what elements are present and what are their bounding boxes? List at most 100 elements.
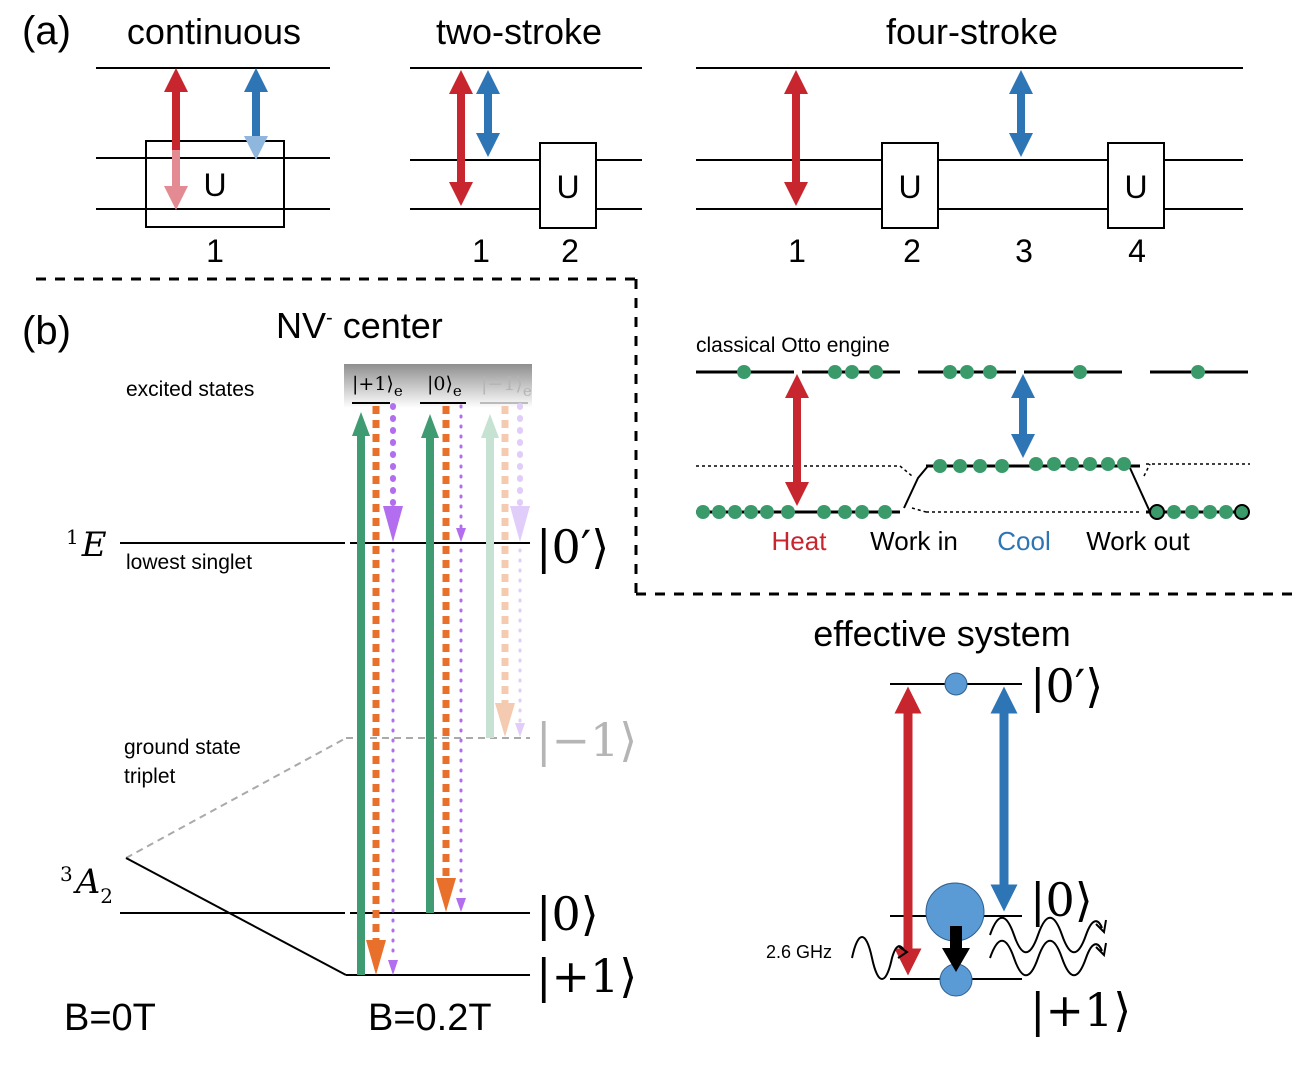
excited-ket-plus-one: |+1⟩e — [352, 373, 403, 400]
otto-particle — [696, 505, 710, 519]
emission-arrowhead-zero — [436, 878, 456, 912]
otto-particle — [781, 505, 795, 519]
two-stroke-diagram: two-stroke U 1 2 — [410, 11, 642, 269]
effective-ket-plus-one: |+1⟩ — [1030, 983, 1131, 1037]
four-stroke-unitary-box-1 — [881, 142, 939, 229]
two-stroke-step-2: 2 — [561, 233, 579, 269]
panel-a-label: (a) — [22, 9, 71, 53]
otto-particle — [712, 505, 726, 519]
continuous-diagram: continuous U 1 — [96, 11, 330, 269]
emission-arrowhead-plus-one — [366, 940, 386, 975]
pump-arrowhead-plus-one — [352, 412, 370, 436]
otto-engine-diagram: classical Otto engine — [696, 334, 1250, 556]
four-stroke-unitary-label-1: U — [898, 169, 921, 205]
microwave-frequency-label: 2.6 GHz — [766, 942, 832, 962]
population-zero-prime — [944, 672, 968, 696]
emitted-wave-icon-1 — [989, 916, 1103, 954]
emitted-wave-icon-2 — [989, 939, 1103, 977]
panel-separators — [36, 277, 1296, 596]
otto-work-in-label: Work in — [870, 526, 958, 556]
otto-particle — [1029, 457, 1043, 471]
otto-particle — [943, 365, 957, 379]
otto-particle — [838, 505, 852, 519]
two-stroke-title: two-stroke — [436, 11, 602, 52]
emission-arrowhead-minus-one — [495, 703, 515, 737]
decay-arrowhead-plus-one — [388, 960, 398, 975]
otto-dotted-connector-3 — [1143, 463, 1151, 477]
otto-top-particles — [737, 365, 1205, 379]
four-stroke-step-1: 1 — [788, 233, 806, 269]
effective-system-title: effective system — [813, 613, 1070, 654]
ket-plus-one: |+1⟩ — [536, 949, 637, 1003]
otto-particle — [1117, 457, 1131, 471]
ket-zero-prime: |0′⟩ — [536, 520, 609, 574]
field-zero-label: B=0T — [64, 997, 156, 1039]
ket-zero: |0⟩ — [536, 887, 599, 941]
effective-ket-zero: |0⟩ — [1030, 873, 1093, 927]
otto-bottom-particles — [696, 457, 1233, 519]
otto-particle — [1065, 457, 1079, 471]
otto-particle — [817, 505, 831, 519]
four-stroke-step-4: 4 — [1128, 233, 1146, 269]
otto-dotted-connector-1 — [899, 465, 913, 477]
otto-particle — [1191, 365, 1205, 379]
two-stroke-unitary-box — [539, 142, 597, 229]
continuous-step-1: 1 — [206, 233, 224, 269]
otto-particle — [933, 459, 947, 473]
otto-particle — [960, 365, 974, 379]
otto-work-out-label: Work out — [1086, 526, 1190, 556]
otto-particle — [845, 365, 859, 379]
singlet-term-symbol: 1E — [66, 525, 107, 565]
otto-particle — [1073, 365, 1087, 379]
otto-particle — [869, 365, 883, 379]
two-stroke-unitary-label: U — [556, 169, 579, 205]
otto-work-out-arrow — [1129, 467, 1151, 513]
four-stroke-diagram: four-stroke U U 1 2 3 4 — [696, 11, 1243, 269]
panel-b-label: (b) — [22, 309, 71, 353]
ket-minus-one: |−1⟩ — [536, 713, 637, 767]
triplet-label: triplet — [124, 765, 176, 788]
four-stroke-title: four-stroke — [886, 11, 1058, 52]
otto-particle — [1047, 457, 1061, 471]
otto-particle — [1101, 457, 1115, 471]
otto-heat-label: Heat — [772, 526, 828, 556]
otto-particle — [828, 365, 842, 379]
splitting-line-plus-one — [125, 857, 347, 976]
isc-arrowhead-minus-one — [510, 506, 530, 542]
otto-particle — [1203, 505, 1217, 519]
otto-particle-outlined — [1234, 504, 1250, 520]
four-stroke-step-3: 3 — [1015, 233, 1033, 269]
microwave-wave-arrowhead — [897, 945, 909, 959]
emitted-wave-arrowhead-2 — [1095, 942, 1107, 958]
nv-center-title: NV- center — [276, 305, 443, 346]
otto-particle — [995, 459, 1009, 473]
ground-state-label: ground state — [124, 736, 241, 759]
decay-arrowhead-zero — [456, 898, 466, 912]
otto-particle — [1185, 505, 1199, 519]
continuous-unitary-box — [145, 140, 285, 228]
otto-particle — [1083, 457, 1097, 471]
otto-particle — [855, 505, 869, 519]
otto-particle — [878, 505, 892, 519]
emitted-wave-arrowhead-1 — [1095, 919, 1107, 935]
otto-particle — [1219, 505, 1233, 519]
lowest-singlet-label: lowest singlet — [126, 551, 252, 574]
field-high-label: B=0.2T — [368, 997, 492, 1039]
microwave-wave-icon — [851, 936, 905, 980]
four-stroke-step-2: 2 — [903, 233, 921, 269]
relaxation-arrow-shaft — [950, 926, 962, 950]
excited-states-label: excited states — [126, 378, 254, 401]
two-stroke-step-1: 1 — [472, 233, 490, 269]
otto-particle — [728, 505, 742, 519]
pump-arrowhead-zero — [421, 414, 439, 438]
splitting-line-minus-one — [125, 737, 347, 859]
decay-arrowhead-minus-one — [515, 723, 525, 737]
effective-system-diagram: effective system |0′⟩ |0⟩ |+1⟩ 2.6 GHz — [766, 613, 1131, 1037]
otto-particle — [953, 459, 967, 473]
otto-cool-label: Cool — [997, 526, 1050, 556]
otto-title: classical Otto engine — [696, 334, 890, 357]
otto-particle — [737, 365, 751, 379]
otto-work-in-arrow — [903, 465, 929, 509]
otto-particle-outlined — [1149, 504, 1165, 520]
